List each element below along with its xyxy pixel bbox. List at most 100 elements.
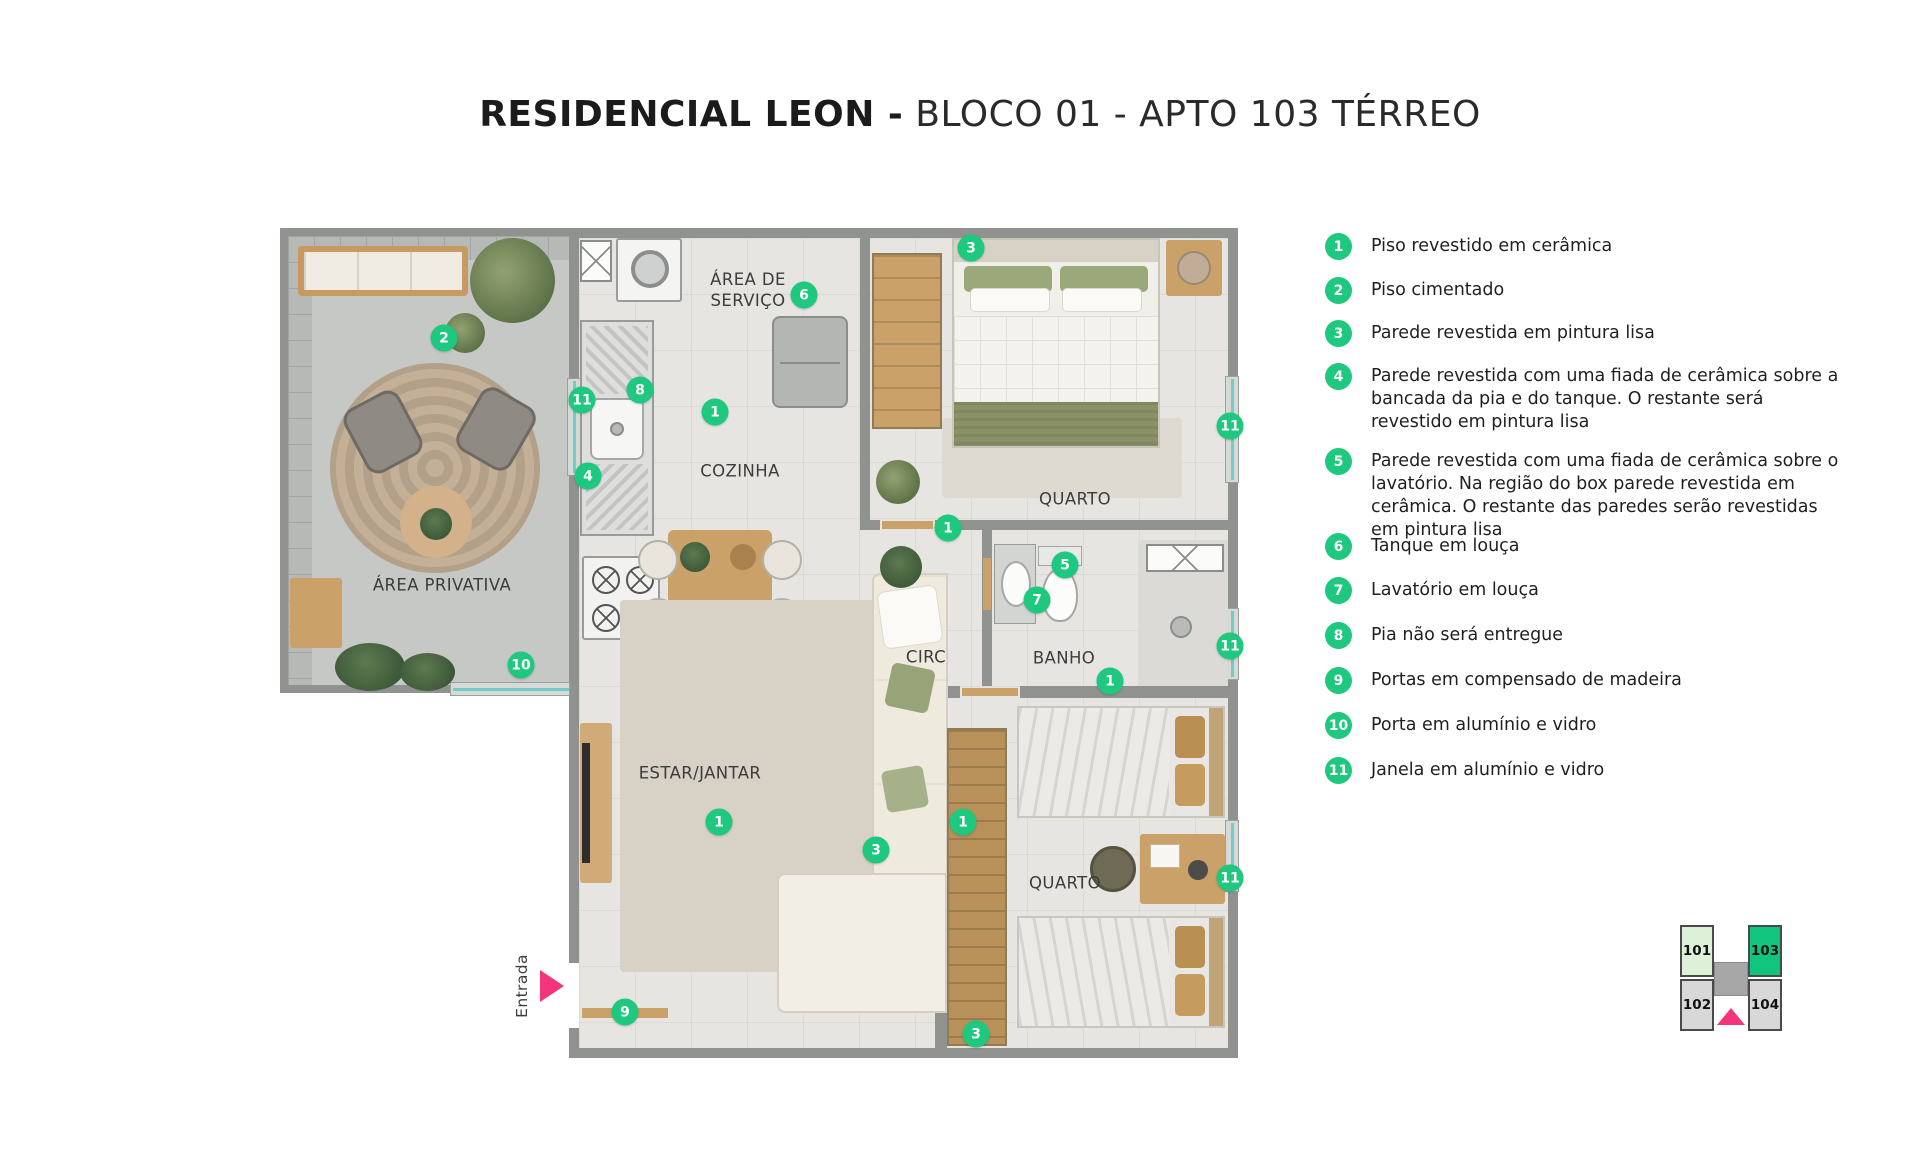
wall-main-left-upper — [569, 228, 579, 963]
bath-vanity — [994, 544, 1036, 624]
patio-side-table — [290, 578, 342, 648]
legend-item-number: 7 — [1325, 577, 1352, 604]
double-bed-duvet — [954, 316, 1158, 410]
legend-item-number: 3 — [1325, 320, 1352, 347]
dining-table-bowl — [730, 544, 756, 570]
plan-marker: 7 — [1023, 586, 1051, 614]
legend-item-text: Pia não será entregue — [1371, 625, 1564, 645]
plan-marker: 11 — [1216, 412, 1244, 440]
plan-marker: 2 — [430, 324, 458, 352]
legend-item: 6 Tanque em louça — [1325, 533, 1520, 560]
bath-niche-box — [1146, 544, 1224, 572]
patio-bench-cushions — [304, 252, 462, 290]
sofa-pillow-green-1 — [883, 661, 937, 715]
single-bed-bottom — [1017, 916, 1225, 1028]
legend-item-text: Portas em compensado de madeira — [1371, 670, 1682, 690]
sofa-blanket — [876, 584, 944, 650]
kitchen-window-glass — [573, 381, 576, 473]
plan-marker: 6 — [790, 281, 818, 309]
kitchen-sink-counter — [580, 320, 654, 536]
legend-item-number: 9 — [1325, 667, 1352, 694]
double-bed-pillow-white-1 — [970, 288, 1050, 312]
legend-item-number: 6 — [1325, 533, 1352, 560]
double-bed-pillow-green-2 — [1060, 266, 1148, 292]
wall-kitchen-bedroom1 — [860, 238, 870, 530]
bath-door-leaf — [983, 558, 991, 610]
sink-faucet — [610, 422, 624, 436]
legend-item-number: 4 — [1325, 363, 1352, 390]
legend-item: 11 Janela em alumínio e vidro — [1325, 757, 1604, 784]
double-bed-headboard — [954, 240, 1158, 262]
label-quarto2: QUARTO — [1028, 873, 1102, 893]
double-bed-pillow-green-1 — [964, 266, 1052, 292]
desk-chair — [1090, 846, 1136, 892]
bedroom1-plant — [876, 460, 920, 504]
patio-plant-large — [470, 238, 555, 323]
patio-bench — [298, 246, 468, 296]
plan-marker: 8 — [626, 376, 654, 404]
tv-console — [580, 723, 612, 883]
minimap-unit-101: 101 — [1680, 925, 1714, 977]
wall-main-top — [569, 228, 1238, 238]
wall-main-bottom — [569, 1048, 1238, 1058]
wall-circ-bottom-right — [1020, 686, 1228, 698]
double-bed-pillow-white-2 — [1062, 288, 1142, 312]
desk-paper — [1150, 844, 1180, 868]
legend-item-number: 5 — [1325, 448, 1352, 475]
legend-item-text: Piso revestido em cerâmica — [1371, 236, 1613, 256]
bedroom2-desk — [1140, 834, 1225, 904]
plan-marker: 1 — [934, 514, 962, 542]
plan-marker: 3 — [957, 234, 985, 262]
legend-item-text: Porta em alumínio e vidro — [1371, 715, 1597, 735]
patio-table-plant — [420, 508, 452, 540]
single-bed-bottom-headboard — [1209, 918, 1223, 1026]
page-title: RESIDENCIAL LEON - BLOCO 01 - APTO 103 T… — [0, 94, 1920, 135]
wall-bedroom1-bottom-left — [860, 520, 880, 530]
double-bed-throw — [954, 402, 1158, 446]
legend-item-number: 8 — [1325, 622, 1352, 649]
label-banho: BANHO — [1032, 648, 1096, 668]
bedroom1-door-leaf — [882, 521, 933, 529]
label-quarto1: QUARTO — [1038, 489, 1112, 509]
label-area-privativa: ÁREA PRIVATIVA — [372, 575, 512, 595]
legend-item-text: Tanque em louça — [1371, 536, 1520, 556]
legend-item: 4 Parede revestida com uma fiada de cerâ… — [1325, 363, 1846, 434]
plan-marker: 11 — [568, 386, 596, 414]
fridge — [772, 316, 848, 408]
plan-marker: 10 — [507, 651, 535, 679]
legend-item-text: Parede revestida com uma fiada de cerâmi… — [1371, 451, 1839, 540]
wall-main-left-lower — [569, 1028, 579, 1058]
plan-marker: 3 — [862, 836, 890, 864]
plan-marker: 9 — [611, 998, 639, 1026]
service-shaft-box — [580, 240, 612, 282]
single-bed-bottom-duvet — [1019, 918, 1169, 1026]
legend-item: 5 Parede revestida com uma fiada de cerâ… — [1325, 448, 1846, 542]
plan-marker: 1 — [1096, 667, 1124, 695]
bedroom1-wardrobe — [872, 253, 942, 429]
plan-marker: 4 — [574, 462, 602, 490]
bedroom2-window-glass — [1231, 823, 1234, 889]
wall-bedroom1-bottom-right — [935, 520, 1228, 530]
stove-burner-1 — [592, 566, 620, 594]
single-bed-top — [1017, 706, 1225, 818]
shower-head — [1170, 616, 1192, 638]
minimap-core — [1714, 962, 1748, 996]
minimap-unit-103: 103 — [1748, 925, 1782, 977]
bedroom1-nightstand — [1166, 240, 1222, 296]
single-bed-bottom-pillow-2 — [1175, 974, 1205, 1016]
page-title-light: BLOCO 01 - APTO 103 TÉRREO — [903, 94, 1481, 135]
label-area-servico: ÁREA DE SERVIÇO — [710, 270, 786, 310]
entrance-arrow — [540, 970, 564, 1002]
legend-item: 1 Piso revestido em cerâmica — [1325, 233, 1612, 260]
legend-item-number: 10 — [1325, 712, 1352, 739]
minimap-unit-104: 104 — [1748, 979, 1782, 1031]
patio-round-table — [400, 486, 472, 558]
legend-item-number: 2 — [1325, 277, 1352, 304]
single-bed-top-headboard — [1209, 708, 1223, 816]
plan-marker: 3 — [962, 1020, 990, 1048]
dining-table-plant — [680, 542, 710, 572]
stove-burner-3 — [592, 604, 620, 632]
bedroom1-lamp — [1177, 251, 1211, 285]
desk-lamp — [1188, 860, 1208, 880]
single-bed-top-pillow-2 — [1175, 764, 1205, 806]
